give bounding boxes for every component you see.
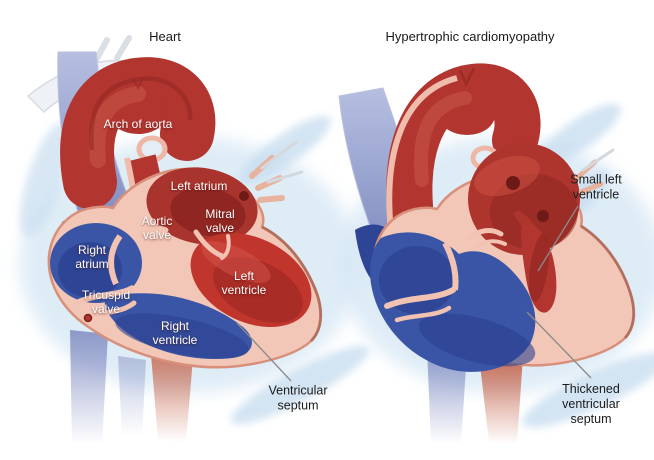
pulmonary-vein-opening	[537, 210, 549, 222]
glow-streak	[522, 352, 654, 428]
right-panel-title: Hypertrophic cardiomyopathy	[385, 29, 555, 45]
glow-streak	[230, 345, 370, 425]
label-left-ventricle: Left ventricle	[221, 268, 267, 297]
leader-line-small-left-ventricle	[537, 205, 579, 272]
right-ventricle-chamber	[104, 293, 252, 359]
label-thickened-ventricular-septum: Thickened ventricular septum	[562, 381, 620, 426]
glow-streak	[19, 122, 71, 238]
inferior-vena-cava	[70, 330, 108, 444]
aorta-arch	[386, 63, 541, 255]
leader-line-ventricular-septum	[236, 322, 292, 382]
left-atrium-chamber	[146, 167, 258, 245]
right-heart-chambers	[370, 232, 536, 372]
label-right-ventricle: Right ventricle	[152, 318, 198, 347]
label-aortic-valve: Aortic valve	[141, 213, 173, 242]
pulmonary-vein-opening	[239, 191, 249, 201]
label-small-left-ventricle: Small left ventricle	[570, 172, 622, 201]
label-arch-of-aorta: Arch of aorta	[103, 116, 173, 131]
descending-aorta	[150, 342, 194, 442]
tricuspid-valve-flaps	[384, 287, 456, 309]
sketch-vessel	[114, 35, 132, 61]
left-atrium-ball	[468, 143, 580, 255]
epicardium-edge	[580, 224, 636, 340]
leader-line-thickened-septum	[526, 311, 592, 379]
vessel-shadow	[118, 356, 146, 436]
small-left-ventricle-chamber	[513, 210, 557, 313]
epicardium-edge	[261, 225, 323, 343]
left-panel-title: Heart	[149, 29, 181, 45]
aorta-cut-rim	[386, 75, 458, 233]
sketch-vein-lines	[260, 140, 304, 184]
aortic-valve-flaps	[137, 225, 172, 244]
label-right-atrium: Right atrium	[75, 242, 109, 271]
sketch-vessel	[93, 37, 110, 63]
aortic-valve-flaps	[466, 228, 507, 248]
descending-aorta	[479, 356, 523, 444]
label-mitral-valve: Mitral valve	[205, 206, 235, 235]
sketch-vein-lines	[581, 148, 615, 172]
glow-streak	[537, 103, 621, 167]
pulmonary-vein-opening	[506, 176, 520, 190]
right-atrium-chamber	[50, 223, 142, 303]
normal-heart-illustration	[19, 35, 370, 444]
coronary-vessel-dot	[83, 313, 93, 323]
mitral-valve-flaps	[193, 229, 231, 260]
label-ventricular-septum: Ventricular septum	[268, 383, 328, 412]
hcm-heart-illustration	[338, 63, 654, 444]
inferior-vena-cava	[427, 348, 467, 444]
label-tricuspid-valve: Tricuspid valve	[81, 287, 131, 316]
label-left-atrium: Left atrium	[170, 178, 228, 193]
